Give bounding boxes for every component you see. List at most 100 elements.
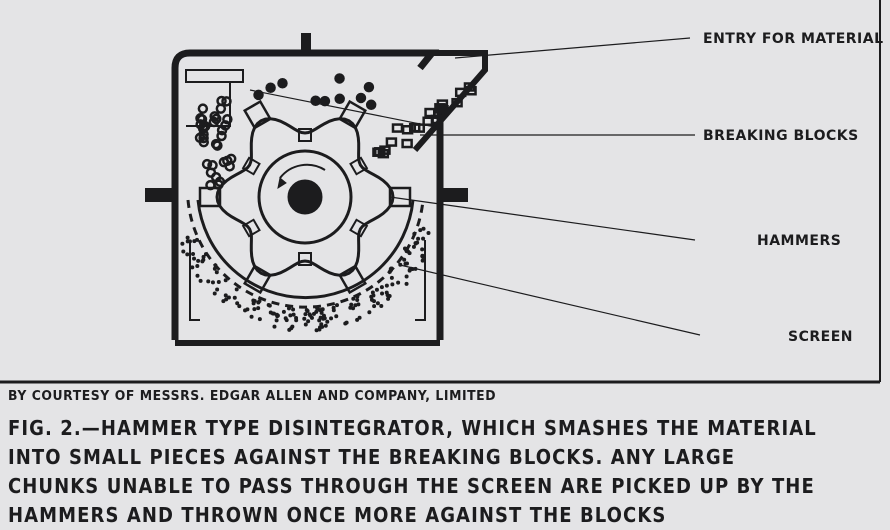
particle (388, 267, 393, 272)
chunk (422, 116, 434, 126)
particle (286, 306, 291, 311)
particle (274, 318, 279, 323)
particle (402, 257, 407, 262)
hammer (337, 99, 368, 130)
particle (185, 252, 190, 257)
particle (223, 278, 228, 283)
particle (201, 257, 206, 262)
particle (206, 279, 211, 284)
particle (355, 298, 360, 303)
granule (215, 103, 227, 114)
particle (257, 317, 262, 322)
particle (372, 304, 377, 309)
particle (210, 280, 215, 285)
particle (268, 310, 273, 315)
particle (320, 307, 325, 312)
particle (212, 266, 217, 271)
granule (205, 179, 216, 191)
particle (329, 316, 334, 321)
figure-caption: FIG. 2.—HAMMER TYPE DISINTEGRATOR, WHICH… (8, 414, 872, 530)
particle (351, 306, 356, 311)
particle (351, 296, 356, 301)
particle (201, 254, 206, 259)
falling-chunk (265, 82, 276, 94)
falling-chunk (277, 78, 288, 89)
particle (320, 324, 325, 329)
granule (209, 111, 220, 122)
particle (349, 302, 354, 307)
granule (216, 130, 227, 142)
particle (256, 300, 261, 305)
particle (221, 299, 226, 304)
caption-line: HAMMERS AND THROWN ONCE MORE AGAINST THE… (8, 503, 667, 527)
granule (194, 132, 206, 144)
particle (426, 231, 431, 236)
particle (404, 274, 409, 279)
particle (185, 239, 190, 244)
particle (302, 316, 307, 321)
particle (252, 307, 257, 312)
particle (334, 303, 339, 308)
bolt-square (241, 156, 261, 176)
particle (232, 295, 237, 300)
figure-credit: BY COURTESY OF MESSRS. EDGAR ALLEN AND C… (8, 388, 497, 404)
falling-chunk (355, 92, 367, 104)
particle (190, 265, 195, 270)
particle (191, 251, 196, 256)
particle (251, 298, 256, 303)
particle (198, 278, 203, 283)
chunk (454, 87, 467, 98)
particle (384, 283, 389, 288)
particle (317, 318, 322, 323)
particle (418, 228, 423, 233)
falling-chunk (253, 89, 264, 101)
granule (210, 171, 222, 183)
particle (420, 253, 425, 258)
particle (216, 280, 221, 285)
particle (256, 306, 261, 311)
chunk (432, 109, 445, 119)
granule (208, 116, 220, 128)
particle (306, 319, 311, 324)
chunk (377, 148, 390, 159)
particle (404, 249, 409, 254)
particle (291, 312, 296, 317)
particle (356, 302, 361, 307)
bolt-square (298, 252, 312, 266)
granule (221, 96, 232, 107)
falling-chunk (334, 93, 345, 105)
machine-housing (145, 33, 701, 346)
particle (315, 306, 320, 311)
particle (367, 310, 372, 315)
particle (249, 314, 254, 319)
particle (223, 293, 228, 298)
particle (369, 294, 374, 299)
particle (323, 323, 328, 328)
particle (355, 294, 360, 299)
particle (355, 317, 360, 322)
particle (275, 314, 280, 319)
granule (197, 103, 209, 114)
particle (192, 256, 197, 261)
particle (303, 312, 308, 317)
granule (207, 160, 218, 171)
hammer (242, 99, 273, 130)
chunk (391, 123, 404, 133)
particle (420, 247, 425, 252)
particle (389, 275, 394, 280)
label-breaking-blocks: BREAKING BLOCKS (703, 128, 859, 144)
particle (421, 236, 426, 241)
particle (384, 290, 389, 295)
particle (180, 241, 185, 246)
particle (303, 322, 308, 327)
particle (291, 307, 296, 312)
particle (314, 309, 319, 314)
particle (294, 318, 299, 323)
particle (380, 291, 385, 296)
particle (331, 308, 336, 313)
chunk (451, 97, 463, 108)
bolt-square (349, 218, 369, 238)
label-hammers: HAMMERS (757, 233, 841, 249)
particle (281, 309, 286, 314)
particle (235, 301, 240, 306)
